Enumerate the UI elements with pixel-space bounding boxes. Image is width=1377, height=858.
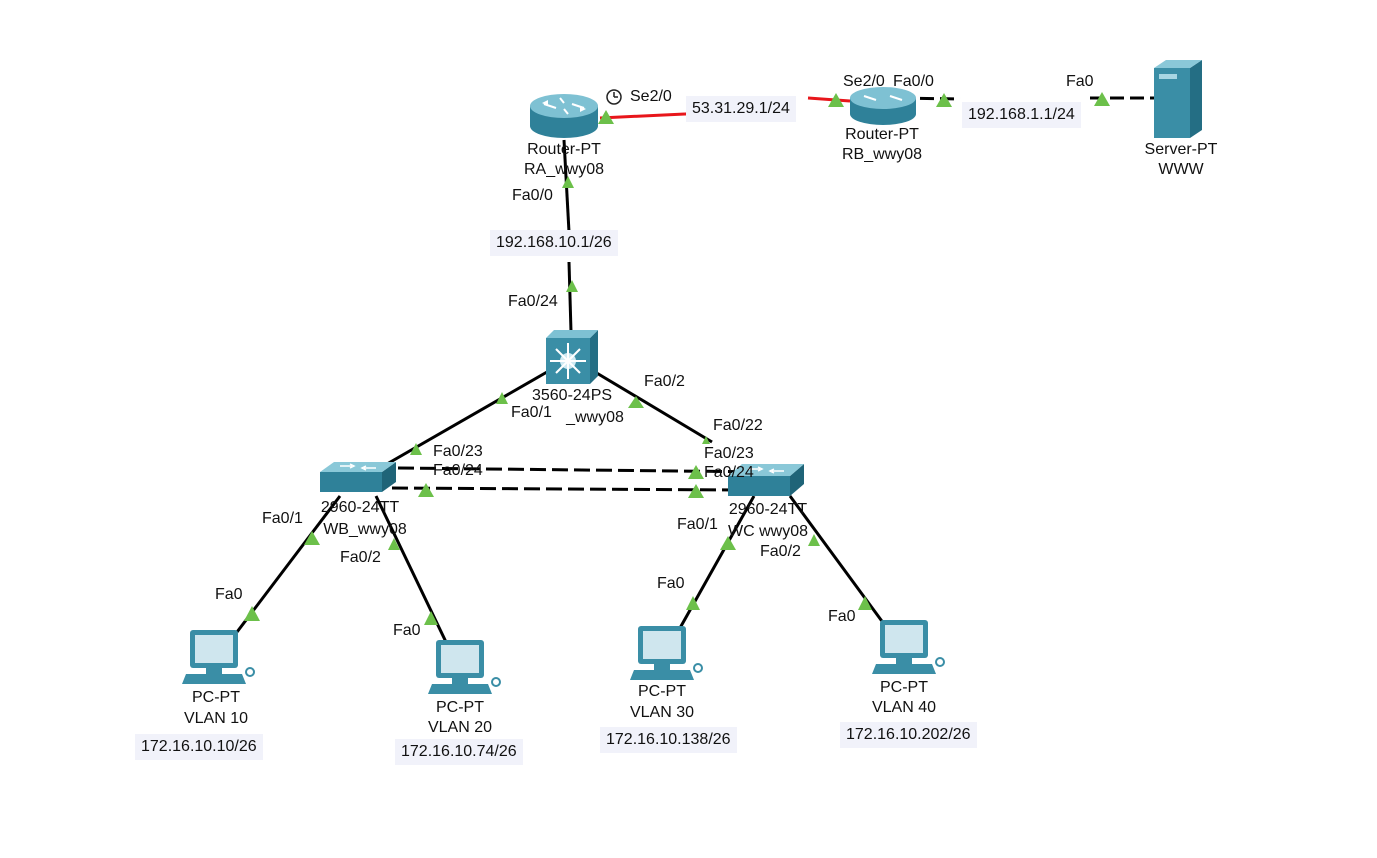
router-icon[interactable] xyxy=(850,87,916,125)
device-type-core: 3560-24PS xyxy=(531,387,613,404)
switch-icon[interactable] xyxy=(728,464,804,496)
device-type-pc4: PC-PT xyxy=(880,679,928,696)
port-label-server-fa: Fa0 xyxy=(1066,73,1094,90)
device-name-ra: RA_wwy08 xyxy=(523,161,605,178)
device-name-core: _wwy08 xyxy=(566,409,624,426)
port-light-swc-fa22 xyxy=(702,436,710,444)
port-light-ra-se xyxy=(598,110,614,124)
port-label-pc1: Fa0 xyxy=(215,586,243,603)
port-label-swc-fa23: Fa0/23 xyxy=(704,445,754,462)
link-core-swb[interactable] xyxy=(379,370,548,470)
device-type-pc1: PC-PT xyxy=(192,689,240,706)
serial-link-ra-rb[interactable] xyxy=(599,112,686,120)
port-label-ra-se: Se2/0 xyxy=(630,88,672,105)
port-light-server-fa xyxy=(1094,92,1110,106)
port-light-ra-fa xyxy=(562,176,574,188)
port-label-swc-fa2: Fa0/2 xyxy=(760,543,801,560)
port-label-swb-fa23: Fa0/23 xyxy=(433,443,483,460)
device-type-swb: 2960-24TT xyxy=(320,499,400,516)
device-type-ra: Router-PT xyxy=(527,141,601,158)
port-light-swb-fa2 xyxy=(388,538,400,550)
device-type-server: Server-PT xyxy=(1144,141,1218,158)
port-label-swc-fa22: Fa0/22 xyxy=(713,417,763,434)
port-label-ra-fa: Fa0/0 xyxy=(512,187,553,204)
clock-icon xyxy=(606,89,622,105)
port-light-pc3 xyxy=(686,596,700,610)
port-light-swb-fa23 xyxy=(410,443,422,455)
port-light-core-fa2 xyxy=(628,396,644,408)
link-ra-core-2[interactable] xyxy=(567,261,573,333)
device-type-pc3: PC-PT xyxy=(638,683,686,700)
device-type-swc: 2960-24TT xyxy=(728,501,808,518)
device-name-swb: WB_wwy08 xyxy=(323,521,407,538)
port-label-swc-fa24: Fa0/24 xyxy=(704,464,754,481)
port-light-pc1 xyxy=(244,606,260,621)
port-label-swb-fa1: Fa0/1 xyxy=(262,510,303,527)
port-label-pc2: Fa0 xyxy=(393,622,421,639)
pc-icon[interactable] xyxy=(428,640,501,694)
switch-icon[interactable] xyxy=(320,462,396,492)
link-swb-swc-fa24[interactable] xyxy=(391,486,741,492)
port-light-rb-fa xyxy=(936,93,952,107)
server-icon[interactable] xyxy=(1154,60,1202,138)
device-name-pc3: VLAN 30 xyxy=(629,704,695,721)
device-name-pc4: VLAN 40 xyxy=(871,699,937,716)
port-label-swb-fa24: Fa0/24 xyxy=(433,462,483,479)
device-type-pc2: PC-PT xyxy=(436,699,484,716)
port-light-swc-fa23 xyxy=(688,465,704,479)
port-light-core-fa1 xyxy=(496,392,508,404)
ip-label-pc2: 172.16.10.74/26 xyxy=(395,739,523,765)
device-name-pc2: VLAN 20 xyxy=(427,719,493,736)
port-label-swb-fa2: Fa0/2 xyxy=(340,549,381,566)
device-type-rb: Router-PT xyxy=(845,126,919,143)
serial-link-ra-rb-2[interactable] xyxy=(807,96,851,103)
port-label-pc4: Fa0 xyxy=(828,608,856,625)
device-name-pc1: VLAN 10 xyxy=(183,710,249,727)
port-light-swc-fa1 xyxy=(720,536,736,550)
link-swb-pc1[interactable] xyxy=(235,495,342,633)
ip-label-pc4: 172.16.10.202/26 xyxy=(840,722,977,748)
ip-label-pc1: 172.16.10.10/26 xyxy=(135,734,263,760)
port-label-core-fa24: Fa0/24 xyxy=(508,293,558,310)
port-light-pc2 xyxy=(424,611,438,625)
port-label-swc-fa1: Fa0/1 xyxy=(677,516,718,533)
link-swb-swc-fa23[interactable] xyxy=(397,466,771,474)
pc-icon[interactable] xyxy=(872,620,945,674)
pc-icon[interactable] xyxy=(182,630,255,684)
device-name-server: WWW xyxy=(1158,161,1204,178)
port-light-rb-se xyxy=(828,93,844,107)
port-indicators xyxy=(244,92,1110,625)
device-name-rb: RB_wwy08 xyxy=(841,146,923,163)
pc-icon[interactable] xyxy=(630,626,703,680)
link-core-swc[interactable] xyxy=(594,370,713,444)
port-label-rb-fa: Fa0/0 xyxy=(893,73,934,90)
ip-label-ra-lan: 192.168.10.1/26 xyxy=(490,230,618,256)
ip-label-wan: 53.31.29.1/24 xyxy=(686,96,796,122)
port-label-core-fa2: Fa0/2 xyxy=(644,373,685,390)
port-label-pc3: Fa0 xyxy=(657,575,685,592)
port-label-core-fa1: Fa0/1 xyxy=(511,404,552,421)
ip-label-pc3: 172.16.10.138/26 xyxy=(600,727,737,753)
port-label-rb-se: Se2/0 xyxy=(843,73,885,90)
port-light-pc4 xyxy=(858,596,872,610)
ip-label-server-lan: 192.168.1.1/24 xyxy=(962,102,1081,128)
multilayer-switch-icon[interactable] xyxy=(546,330,598,384)
router-icon[interactable] xyxy=(530,94,598,138)
port-light-swc-fa24 xyxy=(688,484,704,498)
port-light-core-fa24 xyxy=(566,280,578,292)
port-light-swc-fa2 xyxy=(808,534,820,546)
port-light-swb-fa24 xyxy=(418,483,434,497)
device-name-swc: WC wwy08 xyxy=(727,523,808,540)
port-light-swb-fa1 xyxy=(304,531,320,545)
